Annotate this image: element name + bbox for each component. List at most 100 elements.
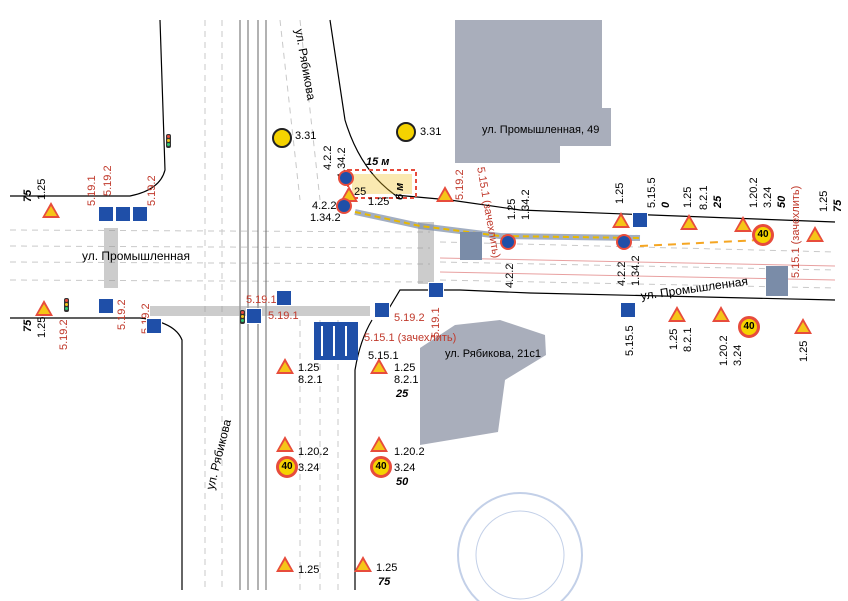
building-promyshlennaya-49 [455,20,611,163]
traffic-light-icon [64,298,69,312]
sign-dist-25-s: 25 [396,388,409,400]
curve-sign-icon [734,216,752,232]
official-stamp [457,492,583,601]
sign-label-1-20-2-se: 1.20.2 [718,335,730,366]
crosswalk-sign-icon [98,206,114,222]
roadwork-sign-icon [806,226,824,242]
curve-sign-icon [370,436,388,452]
sign-dist-50-e: 50 [776,195,788,208]
sign-label-5-19-1-c2: 5.19.1 [268,310,299,322]
sign-label-1-25-s3: 1.25 [298,564,320,576]
sign-label-4-2-2-b: 4.2.2 [312,200,337,212]
sign-label-1-25-s4: 1.25 [376,562,398,574]
sign-label-8-2-1-s1: 8.2.1 [298,374,323,386]
sign-label-1-34-2-e2: 1.34.2 [630,255,642,286]
sign-label-5-15-5-se: 5.15.5 [624,325,636,356]
sign-3-31-icon [272,128,292,148]
roadwork-sign-icon [370,358,388,374]
roadwork-sign-icon [35,300,53,316]
sign-label-3-24-se: 3.24 [732,344,744,366]
crosswalk-sign-icon [276,290,292,306]
sign-label-8-2-1-se: 8.2.1 [682,327,694,352]
sign-label-4-2-2-e2: 4.2.2 [616,261,628,286]
sign-label-5-15-5-e: 5.15.5 [646,177,658,208]
sign-label-1-34-2-e1: 1.34.2 [520,189,532,220]
sign-label-3-31-b: 3.31 [420,126,442,138]
lane-sign-icon [632,212,648,228]
sign-label-5-19-2-s: 5.19.2 [116,299,128,330]
roadwork-sign-icon [436,186,454,202]
sign-label-5-19-1-se: 5.19.1 [430,307,442,338]
roadwork-sign-icon [668,306,686,322]
crosswalk-sign-icon [246,308,262,324]
sign-dist-50-s: 50 [396,476,409,488]
keep-right-sign-icon [500,234,516,250]
sign-label-1-25-se: 1.25 [668,328,680,350]
roadwork-sign-icon [276,358,294,374]
roadwork-sign-icon [354,556,372,572]
sign-label-5-19-2-c: 5.19.2 [394,312,425,324]
sign-label-1-20-2-s1: 1.20.2 [298,446,329,458]
speed-limit-40-icon: 40 [370,456,392,478]
sign-dist-75-s: 75 [378,576,391,588]
speed-limit-40-icon: 40 [738,316,760,338]
sign-label-5-19-2-ne: 5.19.2 [454,169,466,200]
speed-limit-40-icon: 40 [276,456,298,478]
sign-3-31-icon [396,122,416,142]
sign-label-5-19-1-c: 5.19.1 [246,294,277,306]
sign-label-5-15-1-zach: 5.15.1 (зачехлить) [364,332,457,344]
building-ryabikova-21c1 [420,320,546,445]
curve-sign-icon [712,306,730,322]
traffic-light-icon [240,310,245,324]
crosswalk-sign-icon [115,206,131,222]
crosswalk-sign-icon [374,302,390,318]
sign-label-1-25-sw: 1.25 [36,316,48,338]
sign-label-8-2-1-s2: 8.2.1 [394,374,419,386]
roadwork-sign-icon [42,202,60,218]
work-zone-width: 15 м [366,156,390,168]
sign-label-1-25-wz: 1.25 [368,196,390,208]
sign-dist-75-nw: 75 [22,189,34,202]
sign-label-3-24-s2: 3.24 [394,462,416,474]
sign-label-3-24-s1: 3.24 [298,462,320,474]
keep-right-sign-icon [336,198,352,214]
sign-label-5-19-2-w: 5.19.2 [102,165,114,196]
keep-right-sign-icon [616,234,632,250]
sign-label-1-25-se2: 1.25 [798,340,810,362]
roadwork-sign-icon [612,212,630,228]
crosswalk-sign-icon [132,206,148,222]
sign-label-1-20-2-s2: 1.20.2 [394,446,425,458]
keep-right-sign-icon [338,170,354,186]
sign-label-5-19-1-w: 5.19.1 [86,175,98,206]
sign-label-4-2-2-e1: 4.2.2 [504,263,516,288]
roadwork-sign-icon [276,556,294,572]
sign-label-1-25-nw: 1.25 [36,178,48,200]
speed-limit-40-icon: 40 [752,224,774,246]
sign-label-8-2-1-e: 8.2.1 [698,185,710,210]
sign-dist-0: 0 [660,201,672,208]
sign-dist-25-e: 25 [712,195,724,208]
sign-label-1-34-2-b: 1.34.2 [310,212,341,224]
sign-dist-75-e: 75 [832,199,844,212]
building-label-49: ул. Промышленная, 49 [482,124,600,136]
sign-label-3-31-a: 3.31 [295,130,317,142]
traffic-light-icon [166,134,171,148]
roadwork-sign-icon [680,214,698,230]
sign-label-1-25-e3: 1.25 [682,186,694,208]
lane-sign-icon [620,302,636,318]
roadwork-sign-icon [794,318,812,334]
sign-label-1-20-2-e: 1.20.2 [748,177,760,208]
work-zone-depth: 6 м [394,182,406,200]
sign-label-5-15-1-zach-e: 5.15.1 (зачехлить) [790,185,802,278]
sign-label-1-25-s2: 1.25 [394,362,416,374]
sign-label-4-2-2-a: 4.2.2 [322,145,334,170]
sign-label-1-25-e2: 1.25 [614,182,626,204]
sign-label-5-19-2-sw: 5.19.2 [58,319,70,350]
sign-label-1-25-e4: 1.25 [818,190,830,212]
curve-sign-icon [276,436,294,452]
sign-label-3-24-e: 3.24 [762,186,774,208]
sign-dist-75-sw: 75 [22,319,34,332]
crosswalk-sign-icon [98,298,114,314]
street-label-promyshlennaya-west: ул. Промышленная [82,249,190,263]
